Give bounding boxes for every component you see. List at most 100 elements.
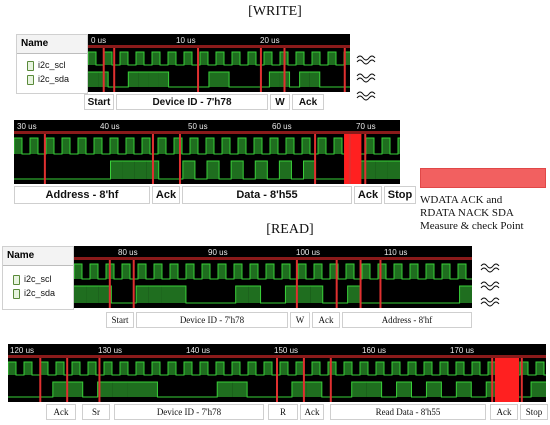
sda-high-fill [88,72,99,87]
write-name-panel: Name i2c_scl i2c_sda [16,34,88,94]
write-wave-2[interactable]: 30 us 40 us 50 us 60 us 70 us [14,120,400,184]
sda-high-fill [98,286,112,303]
read-signal-sda[interactable]: i2c_sda [3,286,73,300]
sda-high-fill [231,161,244,179]
read-labels-1: Start Device ID - 7'h78 W Ack Address - … [106,312,474,328]
sda-high-fill [110,161,123,179]
write-signal-scl[interactable]: i2c_scl [17,58,87,72]
sda-high-fill [366,382,382,397]
read-signal-sda-label: i2c_sda [24,288,56,298]
signal-pin-icon [27,60,34,71]
read-break-icon [480,263,500,307]
sda-high-fill [219,72,230,87]
read-name-header: Name [3,247,73,266]
sda-high-fill [158,72,169,87]
sda-high-fill [232,382,248,397]
read-wave-1[interactable]: 80 us 90 us 100 us 110 us [74,246,472,308]
sda-high-fill [347,286,361,303]
sda-high-fill [309,72,320,87]
sda-high-fill [112,382,128,397]
read-tick-170: 170 us [450,346,475,355]
read-label-ack-2: Ack [300,404,324,420]
legend-line-2: RDATA NACK SDA [420,207,514,219]
write-signal-scl-label: i2c_scl [38,60,66,70]
write-label-stop: Stop [384,186,416,204]
sda-high-fill [303,161,316,179]
sda-high-fill [363,161,376,179]
write-label-ack-1: Ack [152,186,180,204]
sda-high-fill [217,382,233,397]
sda-high-fill [285,286,298,303]
read-signal-scl[interactable]: i2c_scl [3,272,73,286]
sda-high-fill [299,72,310,87]
read-labels-2: Ack Sr Device ID - 7'h78 R Ack Read Data… [46,404,548,420]
read-wave-1-svg [74,257,472,308]
check-point-highlight [344,134,362,184]
scl-wave [74,263,472,280]
signal-pin-icon [13,274,20,285]
read-wave-2[interactable]: 120 us 130 us 140 us 150 us 160 us 170 u… [8,344,546,402]
write-label-ack: Ack [292,94,324,110]
timeline-band [8,355,546,358]
sda-high-fill [127,382,143,397]
sda-high-fill [531,382,546,397]
read-label-device-id: Device ID - 7'h78 [136,312,288,328]
sda-high-fill [456,382,472,397]
sda-high-fill [136,286,149,303]
read-label-read-data: Read Data - 8'h55 [330,404,486,420]
sda-high-fill [279,161,292,179]
read-name-panel: Name i2c_scl i2c_sda [2,246,74,310]
sda-high-fill [459,286,472,303]
read-tick-160: 160 us [362,346,387,355]
sda-high-fill [248,286,261,303]
write-label-address: Address - 8'hf [14,186,150,204]
write-name-header: Name [17,35,87,54]
sda-high-fill [207,161,220,179]
sda-high-fill [67,382,83,397]
sda-high-fill [142,382,158,397]
sda-high-fill [74,286,87,303]
sda-high-fill [128,72,139,87]
write-label-w: W [270,94,290,110]
sda-high-fill [269,72,280,87]
sda-high-fill [297,286,311,303]
sda-high-fill [122,161,135,179]
sda-high-fill [255,161,268,179]
write-wave-1-svg [88,45,350,92]
scl-wave [8,361,546,376]
sda-high-fill [161,286,174,303]
write-signal-sda[interactable]: i2c_sda [17,72,87,86]
legend-line-1: WDATA ACK and [420,194,503,206]
read-tick-120: 120 us [10,346,35,355]
sda-high-fill [148,286,162,303]
sda-high-fill [208,72,219,87]
read-label-start: Start [106,312,134,328]
sda-high-fill [426,382,442,397]
write-labels-2: Address - 8'hf Ack Data - 8'h55 Ack Stop [14,186,416,204]
write-wave-1[interactable]: 0 us 10 us 20 us [88,34,350,92]
sda-high-fill [235,286,249,303]
sda-high-fill [375,161,388,179]
scl-wave [88,51,350,66]
read-label-ack: Ack [312,312,340,328]
read-wave-2-svg [8,355,546,402]
write-labels-1: Start Device ID - 7'h78 W Ack [84,94,326,110]
read-label-w: W [290,312,310,328]
sda-high-fill [310,286,323,303]
write-tick-30: 30 us [17,122,37,131]
sda-high-fill [97,382,113,397]
legend-text: WDATA ACK and RDATA NACK SDA Measure & c… [420,194,548,233]
sda-high-fill [387,161,400,179]
write-tick-20: 20 us [260,36,280,45]
sda-wave [88,71,350,88]
scl-fill [8,362,546,375]
scl-fill [88,52,350,65]
write-tick-50: 50 us [188,122,208,131]
legend-line-3: Measure & check Point [420,220,524,232]
write-label-start: Start [84,94,114,110]
sda-high-fill [306,382,322,397]
legend-swatch [420,168,546,188]
write-label-device-id: Device ID - 7'h78 [116,94,268,110]
write-break-icon [356,55,376,101]
read-tick-90: 90 us [208,248,228,257]
